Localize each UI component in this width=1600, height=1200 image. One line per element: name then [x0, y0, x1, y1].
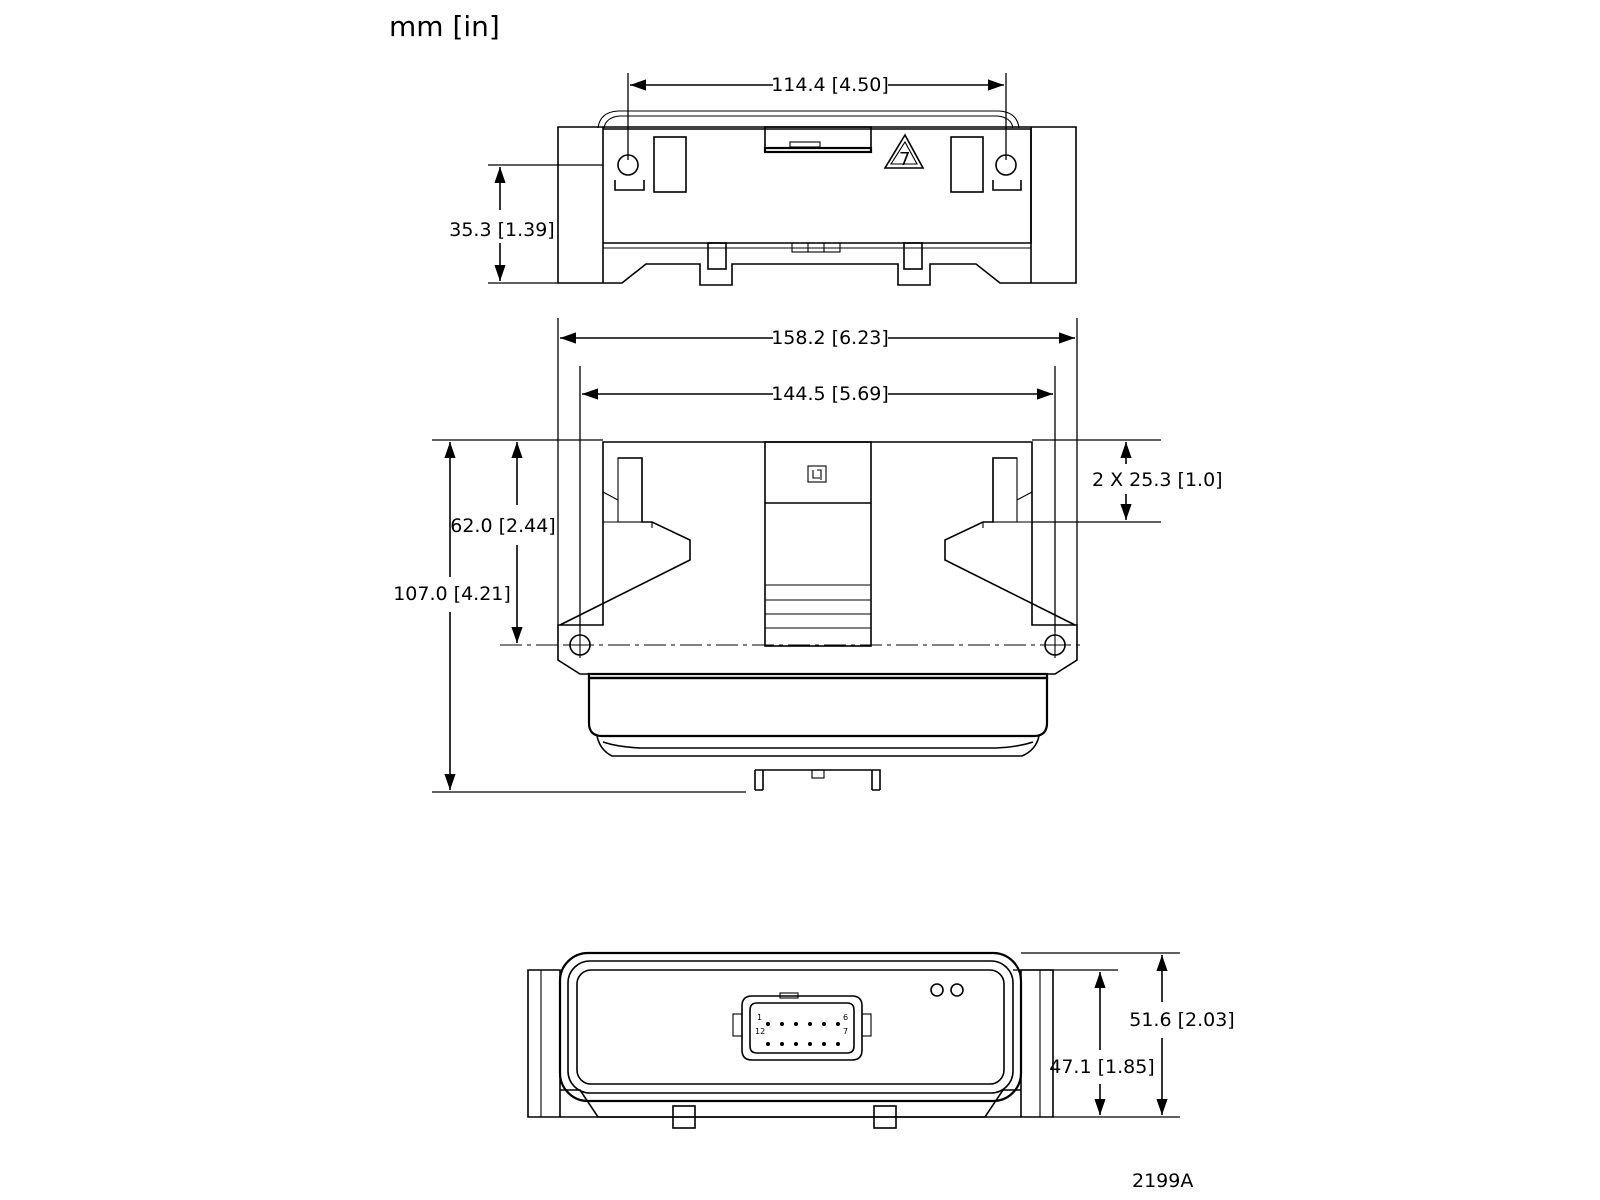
dim-mount-width: 144.5 [5.69] [771, 383, 889, 405]
units-label: mm [in] [389, 10, 500, 43]
side-view: 1 6 12 7 [527, 951, 1054, 1129]
dim-outer-height: 51.6 [2.03] [1129, 1009, 1234, 1031]
dim-top-height: 35.3 [1.39] [449, 219, 554, 241]
connector-pin [794, 1022, 798, 1026]
dim-overall-width: 158.2 [6.23] [771, 327, 889, 349]
top-view-dimensions: 114.4 [4.50] 35.3 [1.39] [449, 73, 1007, 284]
svg-text:6: 6 [843, 1013, 848, 1022]
recycle-icon: 7 [883, 133, 925, 170]
led-indicator [950, 983, 964, 997]
side-view-dimensions: 47.1 [1.85] 51.6 [2.03] [1013, 952, 1235, 1118]
top-view: 7 [557, 110, 1077, 286]
connector-pin [808, 1042, 812, 1046]
connector-pin [822, 1042, 826, 1046]
front-view-dimensions: 158.2 [6.23] 144.5 [5.69] 2 X 25.3 [1.0]… [393, 318, 1223, 793]
connector-pin [808, 1022, 812, 1026]
dim-overall-depth: 107.0 [4.21] [393, 583, 511, 605]
logo-icon [807, 465, 827, 483]
connector-pin [780, 1042, 784, 1046]
connector-pin [836, 1022, 840, 1026]
connector-pin [836, 1042, 840, 1046]
connector-pin [794, 1042, 798, 1046]
front-view [500, 441, 1080, 791]
svg-text:7: 7 [899, 149, 910, 170]
svg-text:7: 7 [843, 1027, 848, 1036]
connector-pin [766, 1042, 770, 1046]
dim-hole-depth: 62.0 [2.44] [450, 515, 555, 537]
drawing-number: 2199A [1132, 1170, 1193, 1192]
connector-pin [766, 1022, 770, 1026]
connector-pin [822, 1022, 826, 1026]
dim-inner-height: 47.1 [1.85] [1049, 1056, 1154, 1078]
connector-pin [780, 1022, 784, 1026]
led-indicator [930, 983, 944, 997]
svg-text:12: 12 [755, 1027, 765, 1036]
connector: 1 6 12 7 [732, 992, 872, 1061]
dim-slot-spacing: 2 X 25.3 [1.0] [1092, 469, 1223, 491]
dim-top-hole-spacing: 114.4 [4.50] [771, 74, 889, 96]
svg-text:1: 1 [757, 1013, 762, 1022]
